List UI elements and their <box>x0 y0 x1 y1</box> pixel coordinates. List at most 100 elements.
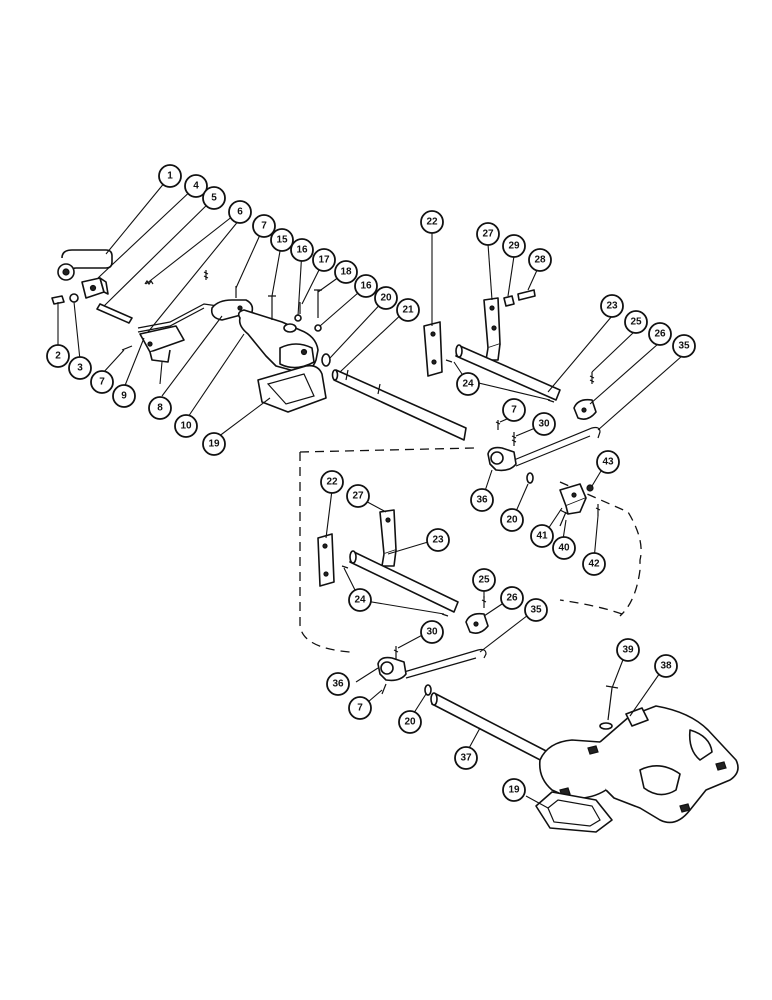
svg-text:40: 40 <box>558 543 570 554</box>
callout-25b: 25 <box>472 568 496 592</box>
svg-text:7: 7 <box>261 221 267 232</box>
part-24-pin-upper <box>445 359 555 403</box>
callout-23b: 23 <box>426 528 450 552</box>
part-37-shaft <box>430 692 553 765</box>
svg-text:39: 39 <box>622 645 634 656</box>
svg-text:6: 6 <box>237 207 243 218</box>
part-16b-washer <box>314 324 322 332</box>
part-27-bracket <box>483 297 501 361</box>
svg-text:3: 3 <box>77 363 83 374</box>
callout-3: 3 <box>68 356 92 380</box>
callout-7b: 7 <box>90 370 114 394</box>
part-39-bolt <box>599 685 619 730</box>
callout-20: 20 <box>374 286 398 310</box>
part-15-bolt <box>268 295 276 320</box>
svg-text:2: 2 <box>55 351 61 362</box>
part-22-plate <box>423 321 443 377</box>
svg-text:25: 25 <box>478 575 490 586</box>
svg-text:16: 16 <box>360 281 372 292</box>
svg-text:20: 20 <box>380 293 392 304</box>
callout-26b: 26 <box>500 586 524 610</box>
part-23-shaft-upper <box>455 344 561 401</box>
callout-7c: 7 <box>502 398 526 422</box>
part-30-pin-alt <box>393 646 399 660</box>
callout-35: 35 <box>672 334 696 358</box>
part-36-block-upper <box>487 446 517 472</box>
callout-36b: 36 <box>326 672 350 696</box>
callout-29: 29 <box>502 234 526 258</box>
part-3-washer <box>69 293 79 303</box>
svg-text:43: 43 <box>602 457 614 468</box>
alternate-assembly-outline <box>299 447 642 653</box>
svg-text:18: 18 <box>340 267 352 278</box>
callout-24b: 24 <box>348 588 372 612</box>
svg-text:35: 35 <box>678 341 690 352</box>
outline-seg <box>559 599 623 615</box>
part-10-housing <box>237 309 319 373</box>
svg-text:27: 27 <box>482 229 494 240</box>
part-19-gasket-upper <box>257 364 327 413</box>
part-7-pin-upper <box>495 420 501 430</box>
callout-2: 2 <box>46 344 70 368</box>
svg-text:16: 16 <box>296 245 308 256</box>
callout-5: 5 <box>202 186 226 210</box>
callout-20c: 20 <box>398 710 422 734</box>
part-7-pin-left <box>121 345 133 351</box>
callout-19-upper: 19 <box>202 432 226 456</box>
callout-42: 42 <box>582 552 606 576</box>
svg-text:30: 30 <box>538 419 550 430</box>
callout-27: 27 <box>476 222 500 246</box>
callout-7d: 7 <box>348 696 372 720</box>
svg-text:15: 15 <box>276 235 288 246</box>
part-38-housing <box>538 705 739 824</box>
part-36-block-alt <box>377 656 407 682</box>
callout-16b: 16 <box>354 274 378 298</box>
part-29-nut <box>503 295 515 307</box>
svg-text:24: 24 <box>462 379 474 390</box>
svg-text:28: 28 <box>534 255 546 266</box>
callout-15: 15 <box>270 228 294 252</box>
callout-16: 16 <box>290 238 314 262</box>
part-7-spring-top <box>203 270 209 280</box>
callout-7: 7 <box>252 214 276 238</box>
callout-23: 23 <box>600 294 624 318</box>
part-9-lever <box>139 325 185 363</box>
part-20-ring-lower <box>424 684 432 696</box>
part-42-pin <box>595 504 601 516</box>
svg-text:17: 17 <box>318 255 330 266</box>
svg-text:41: 41 <box>536 531 548 542</box>
callout-40: 40 <box>552 536 576 560</box>
callout-10: 10 <box>174 414 198 438</box>
svg-text:7: 7 <box>511 405 517 416</box>
svg-text:22: 22 <box>426 217 438 228</box>
callout-35b: 35 <box>524 598 548 622</box>
svg-text:8: 8 <box>157 403 163 414</box>
svg-text:22: 22 <box>326 477 338 488</box>
svg-text:21: 21 <box>402 305 414 316</box>
svg-text:1: 1 <box>167 171 173 182</box>
svg-text:24: 24 <box>354 595 366 606</box>
part-4-block <box>81 277 109 299</box>
part-27-bracket-alt <box>379 509 397 567</box>
callout-30: 30 <box>532 412 556 436</box>
callout-18: 18 <box>334 260 358 284</box>
svg-text:5: 5 <box>211 193 217 204</box>
part-40-bolt <box>559 509 569 527</box>
callout-17: 17 <box>312 248 336 272</box>
callout-1: 1 <box>158 164 182 188</box>
part-35-rod-upper <box>513 426 601 467</box>
svg-text:20: 20 <box>506 515 518 526</box>
part-28-screw <box>517 289 536 301</box>
svg-text:36: 36 <box>476 495 488 506</box>
svg-text:10: 10 <box>180 421 192 432</box>
part-23-shaft-alt <box>349 550 459 613</box>
svg-text:4: 4 <box>193 181 199 192</box>
svg-text:26: 26 <box>654 329 666 340</box>
callout-41: 41 <box>530 524 554 548</box>
callout-6: 6 <box>228 200 252 224</box>
callout-22: 22 <box>420 210 444 234</box>
svg-text:23: 23 <box>606 301 618 312</box>
part-5-pin <box>96 303 133 324</box>
callout-28: 28 <box>528 248 552 272</box>
